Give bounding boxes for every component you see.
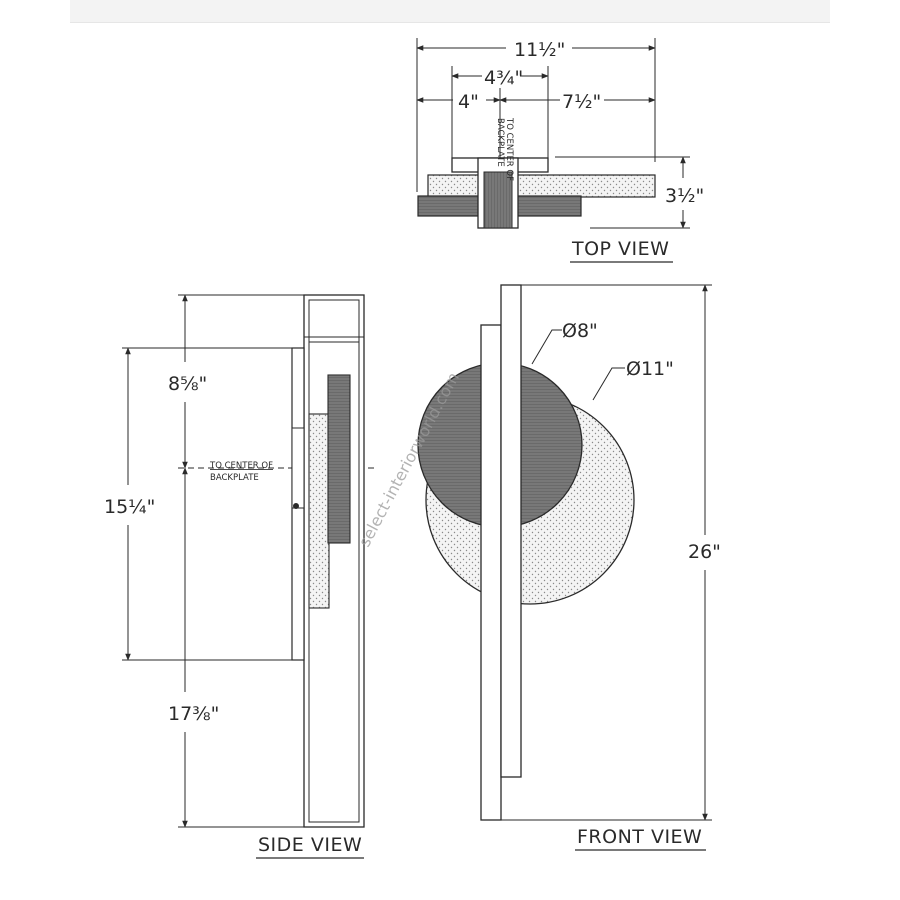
top-overall-width-label: 11½" bbox=[514, 39, 565, 61]
front-view: Ø8" Ø11" 26" FRONT VIEW bbox=[417, 284, 721, 851]
side-view-title: SIDE VIEW bbox=[258, 834, 362, 856]
front-overall-height-label: 26" bbox=[688, 541, 721, 563]
side-center-note-line2: BACKPLATE bbox=[210, 473, 259, 483]
top-depth-label: 3½" bbox=[665, 185, 704, 207]
top-to-center-right-label: 7½" bbox=[562, 91, 601, 113]
side-view: 8⅝" 15¼" 17⅜" TO CENTER OF BACKPLATE SID… bbox=[104, 294, 378, 859]
side-upper-height-label: 8⅝" bbox=[168, 373, 207, 395]
front-large-disc-label: Ø11" bbox=[626, 358, 674, 380]
top-bar bbox=[70, 0, 830, 23]
side-center-note-line1: TO CENTER OF bbox=[209, 461, 273, 471]
side-lower-height-label: 17⅜" bbox=[168, 703, 219, 725]
top-view-title: TOP VIEW bbox=[571, 238, 669, 260]
front-view-title: FRONT VIEW bbox=[577, 826, 702, 848]
top-backplate-width-label: 4¾" bbox=[484, 67, 523, 89]
side-disc-height-label: 15¼" bbox=[104, 496, 155, 518]
front-small-disc-label: Ø8" bbox=[562, 320, 598, 342]
top-to-center-left-label: 4" bbox=[458, 91, 479, 113]
top-center-note-line1: TO CENTER OF bbox=[504, 117, 514, 181]
top-view: 11½" 4¾" 4" 7½" 3½" TO CENTER OF BACKPLA… bbox=[416, 38, 704, 263]
top-center-note-line2: BACKPLATE bbox=[495, 118, 505, 167]
